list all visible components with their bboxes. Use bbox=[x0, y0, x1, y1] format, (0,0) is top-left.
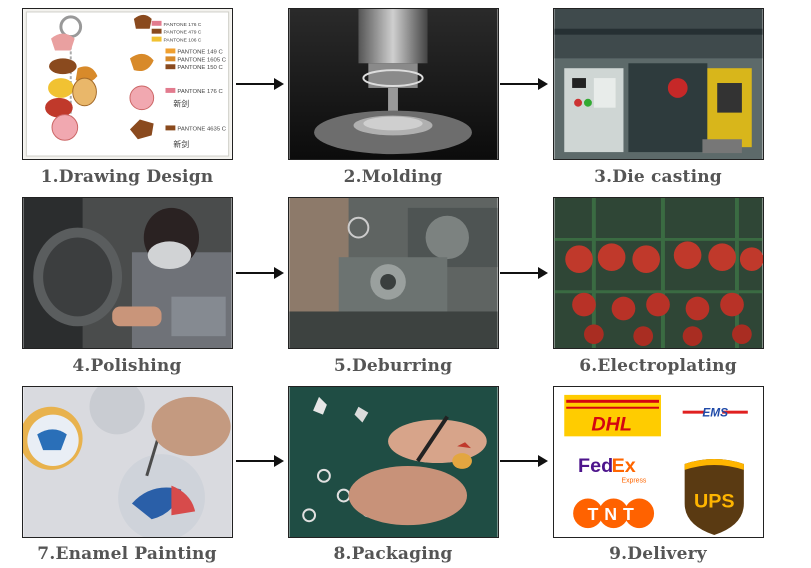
ems-text: EMS bbox=[702, 406, 728, 420]
deburring-photo bbox=[288, 197, 499, 349]
pantone-label: PANTONE 176 C bbox=[164, 22, 202, 28]
fedex-fed-text: Fed bbox=[578, 455, 613, 477]
molding-photo bbox=[288, 8, 499, 160]
arrow-right-icon bbox=[500, 77, 548, 91]
fedex-express-text: Express bbox=[621, 478, 646, 485]
delivery-logos: DHL EMS Fed Ex Express TNT UPS bbox=[553, 386, 764, 538]
drawing-design-photo: PANTONE 176 C PANTONE 479 C PANTONE 106 … bbox=[22, 8, 233, 160]
pantone-label: PANTONE 176 C bbox=[177, 89, 223, 95]
step-caption: 4.Polishing bbox=[72, 356, 182, 376]
pantone-label: PANTONE 4635 C bbox=[177, 126, 226, 132]
drawing-design-illustration: PANTONE 176 C PANTONE 479 C PANTONE 106 … bbox=[23, 9, 232, 159]
step-caption: 8.Packaging bbox=[333, 544, 453, 564]
fedex-logo: Fed Ex Express bbox=[578, 455, 647, 485]
pantone-label: PANTONE 149 C bbox=[177, 49, 223, 55]
arrow-right-icon bbox=[236, 454, 284, 468]
polishing-photo bbox=[22, 197, 233, 349]
die-casting-photo bbox=[553, 8, 764, 160]
tnt-logo: TNT bbox=[573, 498, 655, 529]
tnt-text: TNT bbox=[587, 504, 639, 524]
step-caption: 2.Molding bbox=[343, 167, 443, 187]
dhl-text: DHL bbox=[591, 413, 632, 435]
pantone-label: PANTONE 479 C bbox=[164, 30, 202, 36]
dhl-logo: DHL bbox=[564, 394, 661, 437]
pantone-label: PANTONE 1605 C bbox=[177, 57, 226, 63]
arrow-right-icon bbox=[500, 266, 548, 280]
step-caption: 1.Drawing Design bbox=[40, 167, 214, 187]
pantone-label: PANTONE 106 C bbox=[164, 38, 202, 44]
fedex-ex-text: Ex bbox=[612, 455, 636, 477]
step-caption: 9.Delivery bbox=[609, 544, 707, 564]
arrow-right-icon bbox=[500, 454, 548, 468]
arrow-right-icon bbox=[236, 266, 284, 280]
step-caption: 7.Enamel Painting bbox=[37, 544, 217, 564]
enamel-painting-photo bbox=[22, 386, 233, 538]
step-caption: 3.Die casting bbox=[594, 167, 722, 187]
ems-logo: EMS bbox=[682, 406, 748, 420]
ups-logo: UPS bbox=[684, 459, 744, 536]
ups-text: UPS bbox=[694, 490, 735, 512]
packaging-photo bbox=[288, 386, 499, 538]
electroplating-photo bbox=[553, 197, 764, 349]
arrow-right-icon bbox=[236, 77, 284, 91]
step-caption: 5.Deburring bbox=[333, 356, 453, 376]
note-text: 新剑 bbox=[173, 99, 189, 109]
pantone-label: PANTONE 150 C bbox=[177, 65, 223, 71]
step-caption: 6.Electroplating bbox=[579, 356, 737, 376]
note-text: 新剑 bbox=[173, 139, 189, 149]
